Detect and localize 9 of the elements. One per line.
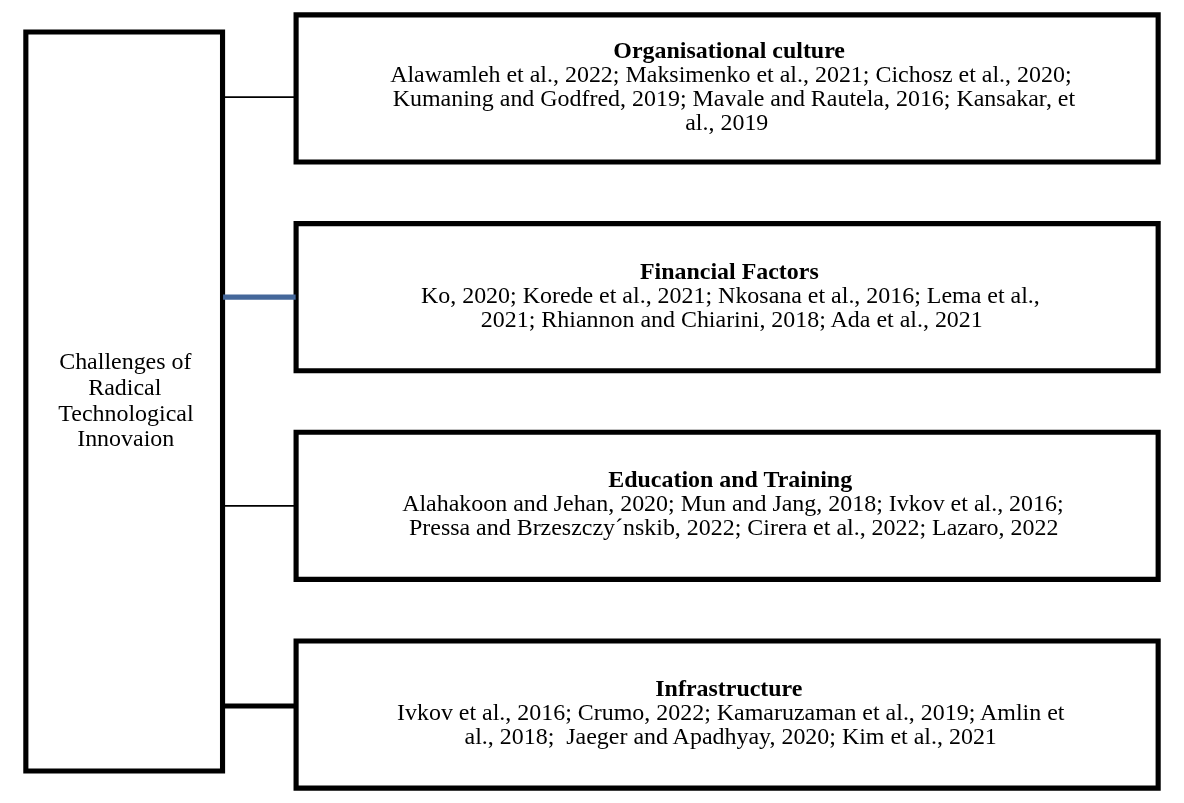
node-box: Organisational culture Alawamleh et al., 2022; Maksimenko et al., 2021; Cichosz et al., 2020; Kumaning and Godfred, 2019; Mavale and Rautela, 2016; Kansakar, et al., 2019 [293, 12, 1161, 165]
node-box: Financial Factors Ko, 2020; Korede et al., 2021; Nkosana et al., 2016; Lema et al., 2021; Rhiannon and Chiarini, 2018; Ada et al., 2021 [293, 221, 1161, 374]
node-box: Education and Training Alahakoon and Jehan, 2020; Mun and Jang, 2018; Ivkov et al., 2016; Pressa and Brzeszczy´nskib, 2022; Cirera et al., 2022; Lazaro, 2022 [293, 429, 1161, 582]
connector [223, 703, 296, 709]
connector [223, 294, 296, 300]
connector [222, 505, 297, 507]
connector [222, 96, 297, 98]
node-box: Infrastructure Ivkov et al., 2016; Crumo, 2022; Kamaruzaman et al., 2019; Amlin et al., 2018; Jaeger and Apadhyay, 2020; Kim et al., 2021 [293, 638, 1161, 791]
node-box: Challenges of Radical Technological Innovaion [23, 29, 226, 774]
